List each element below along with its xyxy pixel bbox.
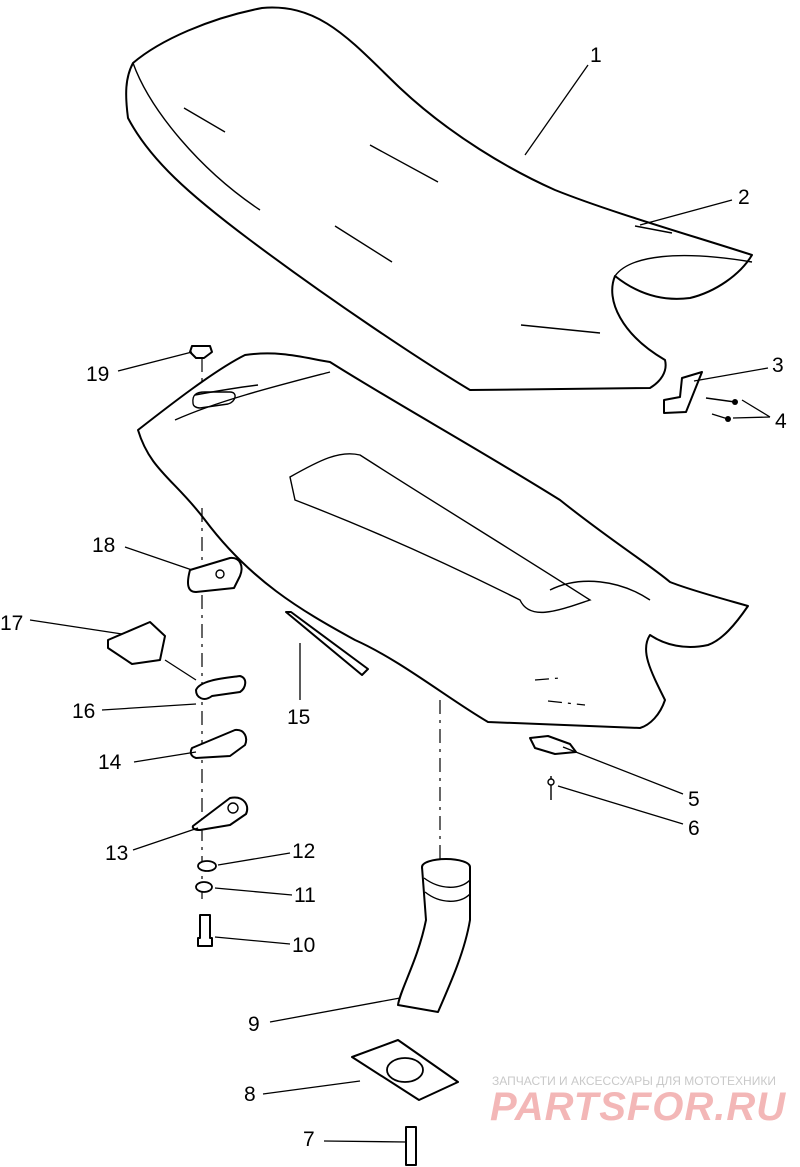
flange-screw (405, 1126, 417, 1166)
leader-lines (29, 64, 771, 1143)
latch-clip (195, 675, 247, 700)
seat-latch (107, 621, 166, 665)
callout-3: 3 (772, 354, 784, 377)
air-duct-tube (397, 858, 471, 1013)
callout-15: 15 (287, 706, 310, 729)
bracket-screw (547, 776, 555, 800)
callout-13: 13 (105, 842, 128, 865)
mount-bracket (529, 735, 577, 755)
watermark: ЗАПЧАСТИ И АКСЕССУАРЫ ДЛЯ МОТОТЕХНИКИ PA… (490, 1074, 786, 1129)
callout-18: 18 (92, 534, 115, 557)
callout-11: 11 (294, 884, 316, 907)
watermark-tagline: ЗАПЧАСТИ И АКСЕССУАРЫ ДЛЯ МОТОТЕХНИКИ (492, 1074, 776, 1088)
trim-strip (285, 611, 369, 676)
callout-9: 9 (248, 1013, 260, 1036)
seat-latch-hook (663, 371, 703, 414)
callout-1: 1 (590, 44, 602, 67)
watermark-brand: PARTSFOR.RU (490, 1085, 786, 1129)
callout-2: 2 (738, 186, 750, 209)
callout-10: 10 (292, 934, 315, 957)
latch-plate-middle (189, 728, 248, 759)
seat-base (137, 352, 749, 729)
screws (705, 397, 738, 422)
callout-14: 14 (98, 751, 122, 774)
callout-5: 5 (688, 788, 700, 811)
callout-8: 8 (244, 1083, 256, 1106)
callout-4: 4 (775, 410, 787, 433)
callout-12: 12 (292, 840, 315, 863)
seat-cushion (125, 6, 753, 391)
washer (197, 860, 217, 872)
latch-plate-upper (187, 556, 243, 593)
mounting-flange (351, 1039, 459, 1101)
latch-base-plate (191, 796, 249, 831)
callout-17: 17 (0, 612, 23, 635)
lock-washer (195, 881, 213, 893)
callout-7: 7 (303, 1128, 315, 1151)
callout-6: 6 (688, 817, 700, 840)
callout-16: 16 (72, 700, 95, 723)
latch-bolt (197, 914, 213, 947)
callout-19: 19 (86, 363, 109, 386)
